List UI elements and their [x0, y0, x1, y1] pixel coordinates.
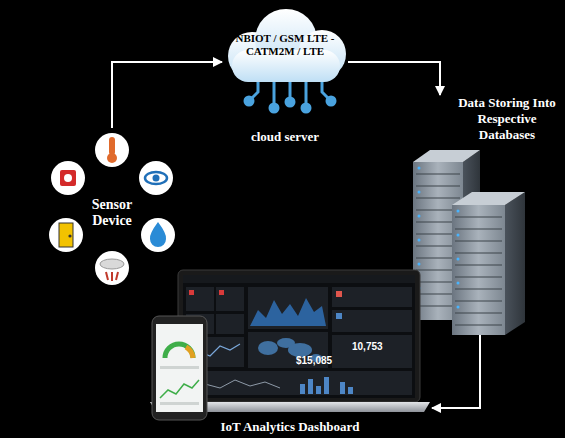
network-text: NBIOT / GSM LTE - CATM2M / LTE — [229, 32, 341, 58]
database-node: Data Storing Into Respective Databases — [410, 95, 560, 335]
node-caption: Data Storing Into Respective Databases — [455, 95, 559, 143]
node-caption: cloud server — [251, 129, 319, 144]
flow-arrow — [432, 335, 480, 408]
dashboard-node: IoT Analytics Dashboard — [148, 266, 432, 434]
server-racks — [413, 150, 525, 335]
phone — [152, 316, 207, 420]
laptop — [150, 270, 430, 412]
kpi-value: 10,753 — [352, 341, 383, 353]
cloud-shape — [228, 9, 346, 82]
sensor-node: Sensor Device — [45, 128, 179, 298]
kpi-value: $15,085 — [296, 355, 332, 367]
sensor-icons — [49, 133, 175, 285]
node-caption: IoT Analytics Dashboard — [220, 419, 359, 434]
flow-arrow — [348, 62, 440, 95]
cloud-circuit — [245, 82, 335, 112]
flow-arrow — [112, 62, 222, 128]
node-caption: Sensor Device — [80, 197, 144, 229]
cloud-node: NBIOT / GSM LTE - CATM2M / LTE cloud serv… — [222, 8, 348, 144]
